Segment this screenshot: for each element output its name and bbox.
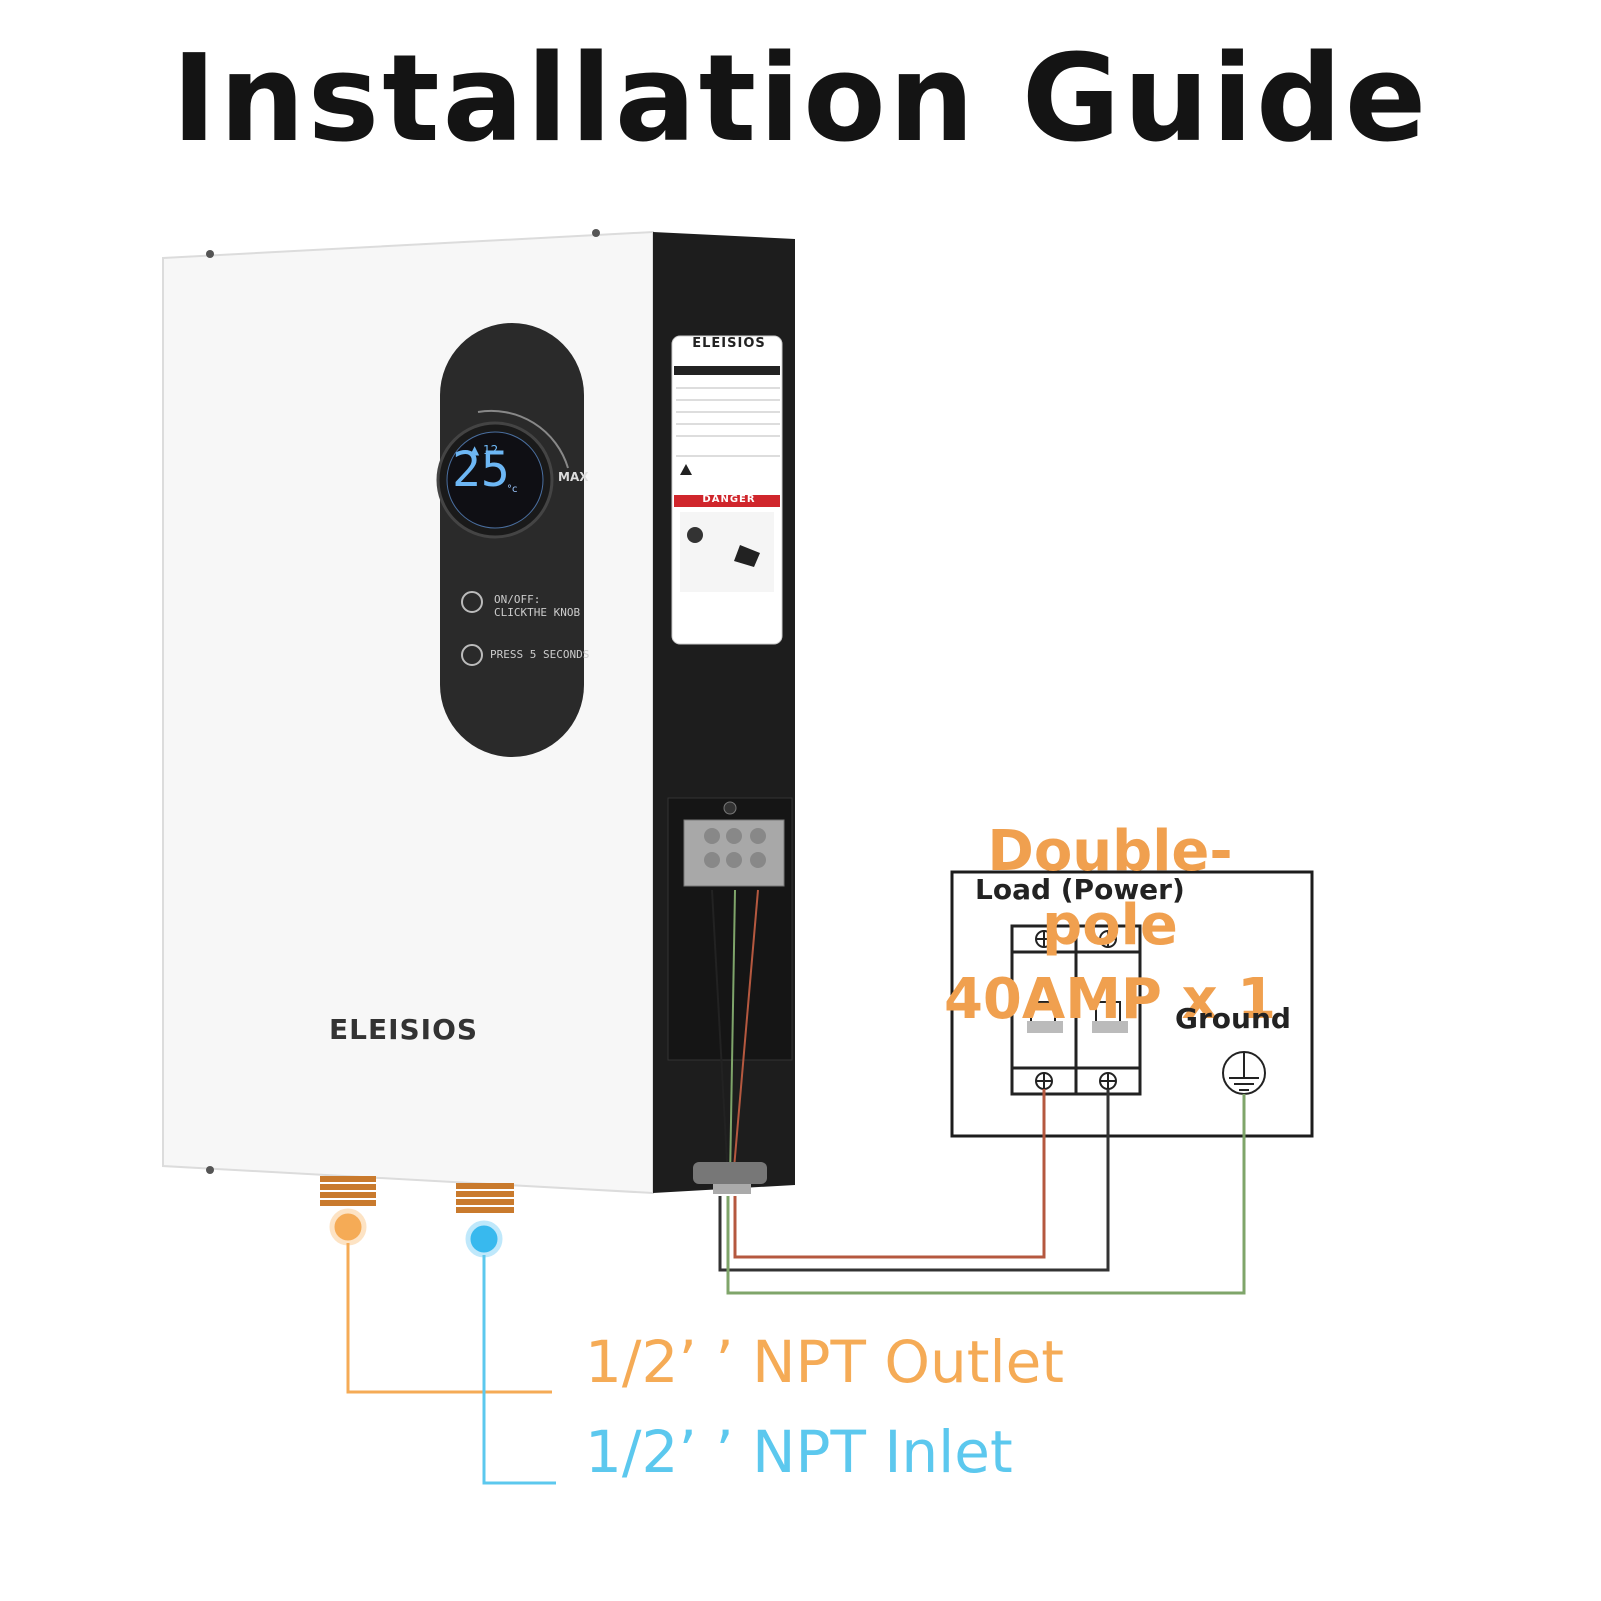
outlet-fitting xyxy=(320,1176,376,1206)
ground-label: Ground xyxy=(1175,1002,1291,1035)
screw-icon xyxy=(592,229,600,237)
screw-icon xyxy=(206,250,214,258)
outlet-label: 1/2’ ’ NPT Outlet xyxy=(585,1328,1065,1396)
outlet-marker xyxy=(329,1208,367,1246)
danger-bar xyxy=(674,495,780,507)
temperature-display: 25 xyxy=(452,442,510,498)
page-title: Installation Guide xyxy=(171,30,1430,169)
knob-arc xyxy=(477,409,569,469)
sticker-header-bar xyxy=(674,366,780,375)
inlet-fitting xyxy=(456,1183,514,1213)
warning-triangle-icon xyxy=(680,464,692,475)
load-power-label: Load (Power) xyxy=(975,873,1185,906)
screw-icon xyxy=(723,801,737,815)
danger-text: DANGER xyxy=(702,494,756,505)
onoff-instruction: ON/OFF: CLICKTHE KNOB xyxy=(494,593,581,619)
internal-wire-black xyxy=(711,889,729,1181)
knob-display-ring xyxy=(446,431,544,529)
brand-logo-front: ELEISIOS xyxy=(329,1013,479,1046)
wire-green xyxy=(726,1094,1246,1295)
inlet-marker xyxy=(465,1220,503,1258)
touch-hand-icon xyxy=(461,591,483,613)
screw-icon xyxy=(206,1166,214,1174)
double-pole-breaker xyxy=(1010,924,1142,1096)
terminal-screw-icon xyxy=(1035,930,1117,1090)
control-panel xyxy=(440,323,584,757)
brand-logo-sticker: ELEISIOS xyxy=(692,336,766,351)
inlet-leader-line xyxy=(482,1255,556,1485)
internal-wire-green xyxy=(729,889,736,1181)
wire-red xyxy=(733,1089,1046,1259)
breaker-spec-label: Double-pole 40AMP x 1 xyxy=(943,819,1277,1032)
danger-pictogram xyxy=(680,512,774,592)
power-cycle-icon xyxy=(461,644,483,666)
cable-grommet xyxy=(693,1162,767,1184)
internal-wire-red xyxy=(732,889,759,1181)
wire-black xyxy=(718,1089,1110,1272)
outlet-leader-line xyxy=(346,1243,552,1394)
display-icons: ▲ 12 xyxy=(470,443,498,457)
inlet-label: 1/2’ ’ NPT Inlet xyxy=(585,1418,1013,1486)
temperature-unit: °c xyxy=(507,484,518,495)
press-instruction: PRESS 5 SECONDS xyxy=(490,648,590,661)
spec-sticker xyxy=(671,335,783,645)
knob-max-label: MAX xyxy=(558,470,589,484)
